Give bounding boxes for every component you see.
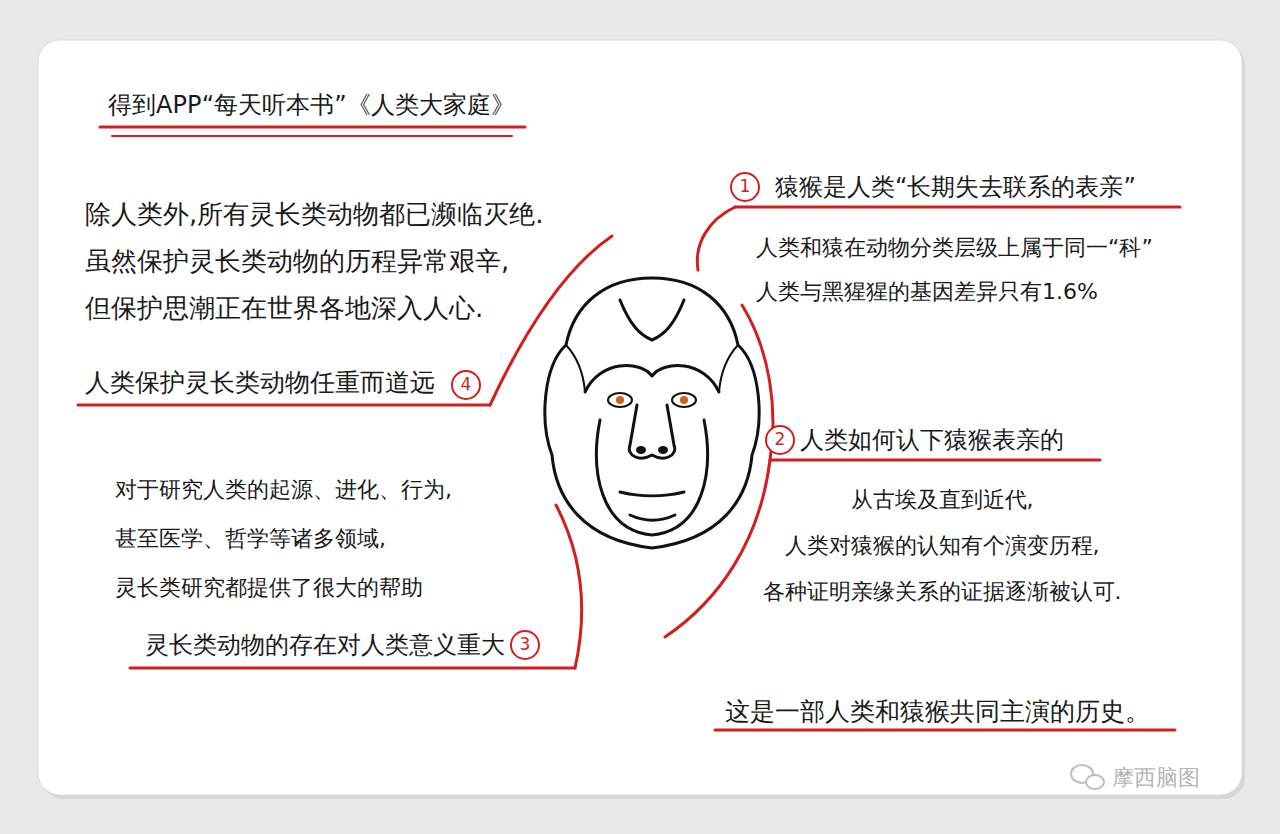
wechat-icon: [1086, 775, 1104, 789]
gorilla-brow: [585, 365, 719, 392]
summary-underline: [715, 729, 1175, 732]
branch-body: 从古埃及直到近代, 人类对猿猴的认知有个演变历程, 各种证明亲缘关系的证据逐渐被…: [761, 477, 1124, 615]
gorilla-muzzle: [597, 420, 708, 535]
gorilla-iris: [680, 396, 688, 404]
branch-node: 灵长类动物的存在对人类意义重大 对于研究人类的起源、进化、行为, 甚至医学、哲学等…: [111, 461, 509, 667]
watermark: 摩西脑图: [1112, 763, 1200, 793]
gorilla-cheek: [566, 345, 585, 392]
branch-body: 对于研究人类的起源、进化、行为, 甚至医学、哲学等诸多领域, 灵长类研究都提供了…: [115, 465, 456, 612]
branch-underline: [78, 404, 490, 407]
gorilla-iris: [616, 396, 624, 404]
branch-node: 猿猴是人类“长期失去联系的表亲” 人类和猿在动物分类层级上属于同一“科” 人类与黑…: [752, 165, 1161, 318]
branch-node: 人类如何认下猿猴表亲的从古埃及直到近代, 人类对猿猴的认知有个演变历程, 各种证…: [757, 418, 1128, 619]
gorilla-mouth: [620, 492, 684, 496]
branch-heading: 人类保护灵长类动物任重而道远: [85, 365, 435, 401]
callout-number: 2: [765, 425, 795, 455]
branch-underline: [770, 459, 1100, 462]
title-underline: [112, 135, 512, 137]
branch-body: 除人类外,所有灵长类动物都已濒临灭绝. 虽然保护灵长类动物的历程异常艰辛, 但保…: [85, 191, 548, 332]
gorilla-nose: [629, 405, 674, 458]
callout-number: 1: [730, 172, 760, 202]
gorilla-nostril: [659, 447, 667, 453]
gorilla-eye: [672, 393, 696, 407]
branch-underline: [735, 206, 1180, 209]
card: [38, 40, 1242, 795]
gorilla-eye: [608, 393, 632, 407]
branch-underline: [130, 667, 575, 670]
branch-heading: 人类如何认下猿猴表亲的: [800, 422, 1064, 458]
branch-node: 人类保护灵长类动物任重而道远 除人类外,所有灵长类动物都已濒临灭绝. 虽然保护灵长…: [81, 187, 552, 405]
gorilla-crest: [620, 300, 684, 340]
callout-number: 4: [451, 370, 481, 400]
gorilla-head: [545, 278, 759, 548]
title-underline: [100, 126, 525, 129]
branch-curve: [697, 207, 735, 270]
title: 得到APP“每天听本书”《人类大家庭》: [108, 87, 515, 123]
gorilla-nostril: [637, 447, 645, 453]
branch-heading: 猿猴是人类“长期失去联系的表亲”: [775, 169, 1136, 205]
gorilla-cheek: [719, 345, 738, 392]
summary-text: 这是一部人类和猿猴共同主演的历史。: [725, 694, 1150, 730]
gorilla-chin: [630, 515, 675, 520]
branch-body: 人类和猿在动物分类层级上属于同一“科” 人类与黑猩猩的基因差异只有1.6%: [756, 226, 1157, 314]
callout-number: 3: [510, 630, 540, 660]
branch-curve: [556, 505, 582, 668]
branch-heading: 灵长类动物的存在对人类意义重大: [145, 627, 505, 663]
